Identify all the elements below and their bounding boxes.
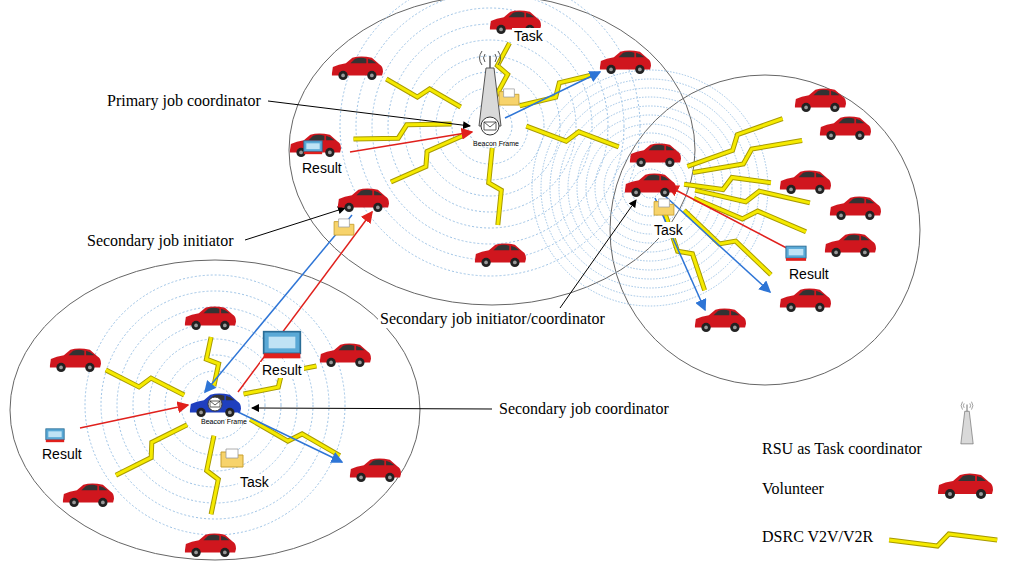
cluster-outline: [289, 0, 695, 305]
signal-ring: [356, 0, 624, 260]
dsrc-link: [687, 119, 782, 167]
label: Result: [787, 266, 831, 282]
leader-line: [252, 408, 492, 409]
label: Result: [300, 160, 344, 176]
signal-ring: [117, 307, 313, 503]
dsrc-link: [207, 436, 219, 514]
legend-text: RSU as Task coordinator: [760, 440, 924, 458]
label: Secondary job initiator: [85, 232, 236, 250]
signal-ring: [595, 133, 705, 243]
dsrc-link: [354, 124, 452, 139]
result-arrow: [80, 405, 188, 428]
leader-line: [560, 200, 636, 308]
dsrc-link: [526, 126, 618, 147]
volunteer-car: [63, 483, 114, 507]
dsrc-link: [694, 198, 806, 232]
dsrc-link: [889, 534, 997, 546]
volunteer-car: [350, 458, 401, 482]
dsrc-link: [489, 148, 502, 225]
task-arrow: [238, 412, 342, 462]
volunteer-car: [695, 308, 746, 332]
volunteer-car: [50, 348, 101, 372]
label: Primary job coordinator: [105, 92, 263, 110]
leader-line: [268, 101, 470, 126]
volunteer-car: [780, 170, 831, 194]
result-icon: [46, 429, 64, 442]
volunteer-car: [830, 196, 881, 220]
dsrc-link: [386, 79, 460, 107]
label: Task: [512, 28, 545, 44]
legend-text: DSRC V2V/V2R: [760, 528, 875, 546]
dsrc-link: [386, 79, 460, 107]
result-icon: [304, 141, 322, 154]
volunteer-car: [825, 233, 876, 257]
task-arrow: [665, 196, 770, 292]
label: Secondary job initiator/coordinator: [378, 310, 607, 328]
signal-ring: [101, 291, 329, 519]
label: Result: [260, 362, 304, 378]
result-arrow: [668, 186, 800, 255]
dsrc-link: [889, 534, 997, 546]
volunteer-car: [338, 188, 389, 212]
volunteer-car: [290, 133, 341, 157]
dsrc-link: [684, 177, 771, 189]
volunteer-car: [625, 173, 676, 197]
label: Beacon Frame: [199, 418, 249, 426]
dsrc-link: [526, 126, 618, 147]
label: Task: [652, 222, 685, 238]
signal-ring: [149, 339, 281, 471]
coordinator-car: [190, 393, 241, 417]
dsrc-link: [106, 370, 184, 395]
volunteer-car: [185, 533, 236, 557]
dsrc-link: [354, 124, 452, 139]
result-arrow: [350, 132, 472, 152]
label: Beacon Frame: [471, 140, 521, 148]
signal-ring: [340, 0, 640, 276]
label: Secondary job coordinator: [497, 400, 671, 418]
signal-ring: [532, 70, 768, 306]
task-icon: [334, 219, 354, 235]
signal-ring: [604, 142, 696, 234]
legend-rsu-symbol: [961, 402, 973, 444]
task-icon: [654, 199, 674, 215]
label: Task: [238, 474, 271, 490]
volunteer-car: [795, 88, 846, 112]
beacon-envelope: [208, 397, 222, 411]
task-icon: [221, 449, 243, 467]
volunteer-car: [320, 343, 371, 367]
volunteer-car: [475, 243, 526, 267]
volunteer-car: [780, 288, 831, 312]
volunteer-car: [332, 56, 383, 80]
volunteer-car: [820, 116, 871, 140]
cluster-outline: [10, 260, 420, 560]
label: Result: [40, 446, 84, 462]
result-icon: [264, 332, 301, 359]
dsrc-link: [684, 177, 771, 189]
result-icon: [786, 246, 806, 261]
dsrc-link: [687, 119, 782, 167]
volunteer-car: [600, 50, 651, 74]
dsrc-link: [693, 141, 802, 173]
dsrc-link: [489, 148, 502, 225]
signal-ring: [85, 275, 345, 535]
dsrc-link: [106, 370, 184, 395]
dsrc-link: [207, 436, 219, 514]
dsrc-link: [116, 425, 187, 475]
rsu-tower: [479, 51, 501, 126]
task-icon: [499, 89, 519, 105]
dsrc-link: [693, 141, 802, 173]
dsrc-link: [694, 198, 806, 232]
legend-text: Volunteer: [760, 480, 826, 498]
leader-line: [245, 208, 345, 240]
volunteer-car: [185, 306, 236, 330]
task-arrow: [655, 198, 705, 310]
beacon-envelope: [481, 117, 499, 135]
volunteer-car: [630, 143, 681, 167]
dsrc-link: [116, 425, 187, 475]
result-arrow: [238, 212, 372, 392]
legend-car-symbol: [938, 474, 993, 500]
cluster-outline: [610, 75, 920, 385]
